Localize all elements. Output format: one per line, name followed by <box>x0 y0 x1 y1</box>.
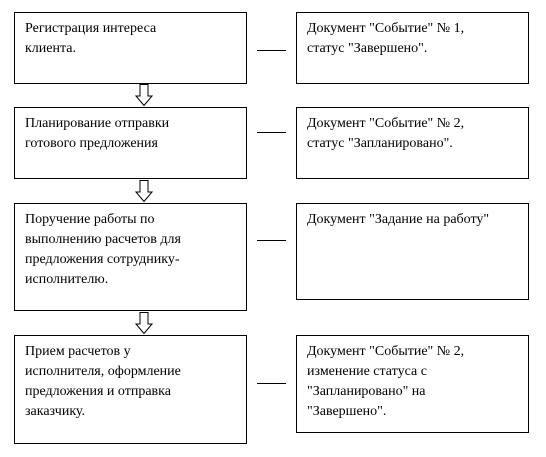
connector-line-4 <box>257 383 286 384</box>
process-box-3: Поручение работы по выполнению расчетов … <box>14 203 247 311</box>
connector-line-3 <box>257 240 286 241</box>
document-box-2: Документ "Событие" № 2, статус "Запланир… <box>296 107 529 179</box>
document-text-4: Документ "Событие" № 2, изменение статус… <box>307 344 465 419</box>
process-box-1: Регистрация интереса клиента. <box>14 12 247 84</box>
document-text-2: Документ "Событие" № 2, статус "Запланир… <box>307 116 465 151</box>
document-box-1: Документ "Событие" № 1, статус "Завершен… <box>296 12 529 84</box>
document-box-4: Документ "Событие" № 2, изменение статус… <box>296 335 529 433</box>
process-text-3: Поручение работы по выполнению расчетов … <box>25 212 181 287</box>
document-text-3: Документ "Задание на работу" <box>307 212 490 227</box>
process-text-1: Регистрация интереса клиента. <box>25 21 157 56</box>
process-box-4: Прием расчетов у исполнителя, оформление… <box>14 335 247 444</box>
connector-line-2 <box>257 132 286 133</box>
document-box-3: Документ "Задание на работу" <box>296 203 529 300</box>
document-text-1: Документ "Событие" № 1, статус "Завершен… <box>307 21 465 56</box>
process-text-2: Планирование отправки готового предложен… <box>25 116 170 151</box>
process-text-4: Прием расчетов у исполнителя, оформление… <box>25 344 181 419</box>
process-box-2: Планирование отправки готового предложен… <box>14 107 247 179</box>
down-arrow-2 <box>135 180 153 202</box>
connector-line-1 <box>257 50 286 51</box>
down-arrow-1 <box>135 84 153 106</box>
down-arrow-3 <box>135 312 153 334</box>
